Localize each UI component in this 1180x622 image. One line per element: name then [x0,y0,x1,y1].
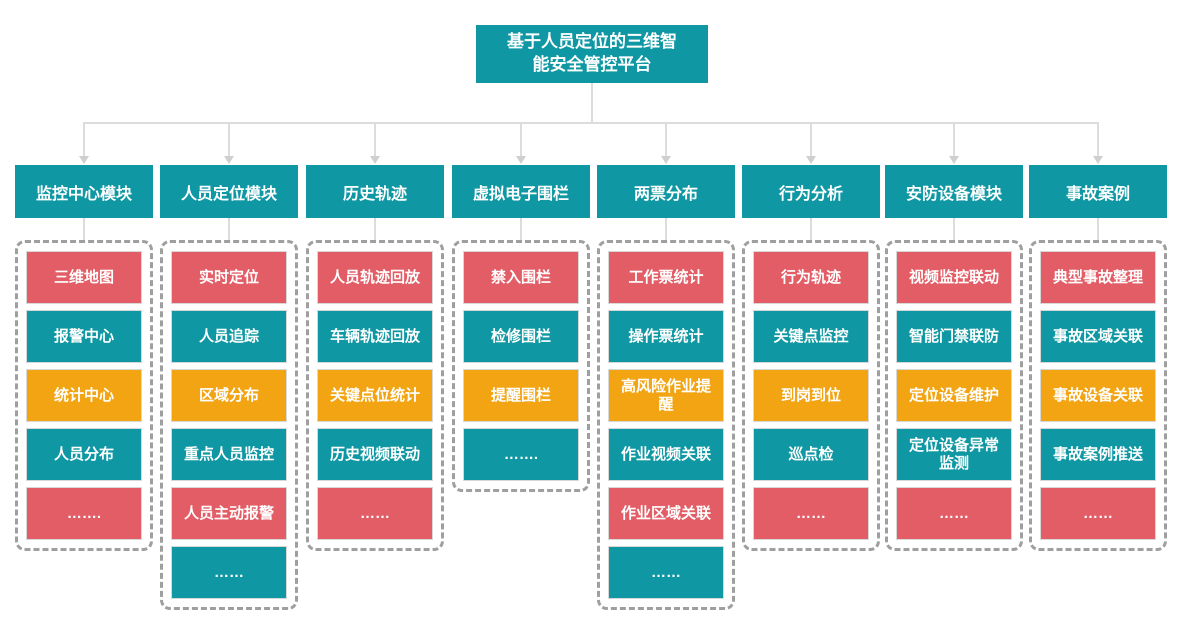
arrow-down-icon [370,156,380,164]
module-item: ……. [463,428,579,481]
stub-line-5 [665,218,667,240]
module-item: ……. [26,487,142,540]
column-behavior-analysis: 行为分析 行为轨迹 关键点监控 到岗到位 巡点检 …… [742,165,880,551]
module-item: 人员追踪 [171,310,287,363]
module-item: 巡点检 [753,428,869,481]
header-monitoring-center: 监控中心模块 [15,165,153,218]
stub-line-3 [374,218,376,240]
group-two-ticket: 工作票统计 操作票统计 高风险作业提 醒 作业视频关联 作业区域关联 …… [597,240,735,610]
module-item: 视频监控联动 [896,251,1012,304]
branch-horizontal-line [84,122,1099,124]
header-history-track: 历史轨迹 [306,165,444,218]
module-item: 区域分布 [171,369,287,422]
module-item: 事故案例推送 [1040,428,1156,481]
stub-line-7 [953,218,955,240]
drop-line-2 [228,122,230,156]
group-history-track: 人员轨迹回放 车辆轨迹回放 关键点位统计 历史视频联动 …… [306,240,444,551]
module-item: 历史视频联动 [317,428,433,481]
drop-line-7 [953,122,955,156]
stub-line-8 [1097,218,1099,240]
group-behavior-analysis: 行为轨迹 关键点监控 到岗到位 巡点检 …… [742,240,880,551]
column-virtual-fence: 虚拟电子围栏 禁入围栏 检修围栏 提醒围栏 ……. [452,165,590,492]
stub-line-1 [83,218,85,240]
module-item: 作业区域关联 [608,487,724,540]
group-personnel-positioning: 实时定位 人员追踪 区域分布 重点人员监控 人员主动报警 …… [160,240,298,610]
column-monitoring-center: 监控中心模块 三维地图 报警中心 统计中心 人员分布 ……. [15,165,153,551]
drop-line-4 [520,122,522,156]
module-item: 作业视频关联 [608,428,724,481]
module-item: 实时定位 [171,251,287,304]
module-item: 三维地图 [26,251,142,304]
arrow-down-icon [661,156,671,164]
module-item: 典型事故整理 [1040,251,1156,304]
drop-line-3 [374,122,376,156]
header-personnel-positioning: 人员定位模块 [160,165,298,218]
column-personnel-positioning: 人员定位模块 实时定位 人员追踪 区域分布 重点人员监控 人员主动报警 …… [160,165,298,610]
module-item: 禁入围栏 [463,251,579,304]
arrow-down-icon [806,156,816,164]
drop-line-8 [1097,122,1099,156]
module-item: 定位设备维护 [896,369,1012,422]
module-item: …… [317,487,433,540]
module-item: …… [896,487,1012,540]
stub-line-2 [228,218,230,240]
drop-line-1 [83,122,85,156]
module-item: 统计中心 [26,369,142,422]
group-security-equipment: 视频监控联动 智能门禁联防 定位设备维护 定位设备异常 监测 …… [885,240,1023,551]
header-virtual-fence: 虚拟电子围栏 [452,165,590,218]
arrow-down-icon [224,156,234,164]
module-item: 人员轨迹回放 [317,251,433,304]
stub-line-6 [810,218,812,240]
module-item: 人员主动报警 [171,487,287,540]
stub-line-4 [520,218,522,240]
module-item: 提醒围栏 [463,369,579,422]
module-item: 关键点位统计 [317,369,433,422]
module-item: 事故设备关联 [1040,369,1156,422]
module-item: 定位设备异常 监测 [896,428,1012,481]
arrow-down-icon [949,156,959,164]
module-item: 事故区域关联 [1040,310,1156,363]
column-two-ticket: 两票分布 工作票统计 操作票统计 高风险作业提 醒 作业视频关联 作业区域关联 … [597,165,735,610]
root-node: 基于人员定位的三维智 能安全管控平台 [476,25,708,83]
group-accident-case: 典型事故整理 事故区域关联 事故设备关联 事故案例推送 …… [1029,240,1167,551]
module-item: 关键点监控 [753,310,869,363]
arrow-down-icon [1093,156,1103,164]
module-item: …… [1040,487,1156,540]
arrow-down-icon [79,156,89,164]
module-item: 人员分布 [26,428,142,481]
module-item: 车辆轨迹回放 [317,310,433,363]
module-item: …… [608,546,724,599]
header-behavior-analysis: 行为分析 [742,165,880,218]
module-item: …… [171,546,287,599]
column-security-equipment: 安防设备模块 视频监控联动 智能门禁联防 定位设备维护 定位设备异常 监测 …… [885,165,1023,551]
header-two-ticket: 两票分布 [597,165,735,218]
column-history-track: 历史轨迹 人员轨迹回放 车辆轨迹回放 关键点位统计 历史视频联动 …… [306,165,444,551]
module-item: 操作票统计 [608,310,724,363]
module-item: 高风险作业提 醒 [608,369,724,422]
header-accident-case: 事故案例 [1029,165,1167,218]
group-monitoring-center: 三维地图 报警中心 统计中心 人员分布 ……. [15,240,153,551]
drop-line-5 [665,122,667,156]
module-item: 行为轨迹 [753,251,869,304]
module-item: 工作票统计 [608,251,724,304]
arrow-down-icon [516,156,526,164]
module-item: 报警中心 [26,310,142,363]
root-stem-line [591,83,593,123]
drop-line-6 [810,122,812,156]
module-item: …… [753,487,869,540]
column-accident-case: 事故案例 典型事故整理 事故区域关联 事故设备关联 事故案例推送 …… [1029,165,1167,551]
header-security-equipment: 安防设备模块 [885,165,1023,218]
module-item: 检修围栏 [463,310,579,363]
module-item: 重点人员监控 [171,428,287,481]
module-item: 智能门禁联防 [896,310,1012,363]
group-virtual-fence: 禁入围栏 检修围栏 提醒围栏 ……. [452,240,590,492]
module-item: 到岗到位 [753,369,869,422]
